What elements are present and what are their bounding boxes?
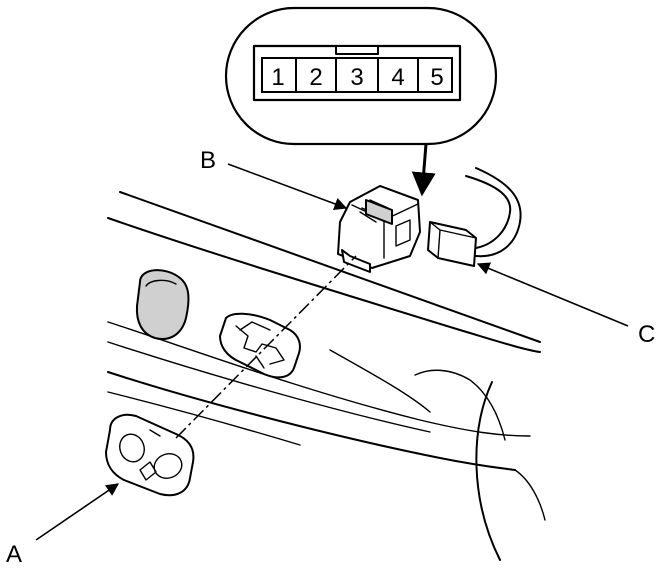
alignment-line <box>175 255 357 439</box>
leader-line-b <box>227 163 348 210</box>
connector-b <box>337 185 421 273</box>
power-seat-switch-a <box>105 413 195 497</box>
detail-arrow <box>411 143 436 197</box>
harness-connector-c <box>427 167 522 267</box>
callout-a: A <box>6 541 22 568</box>
switch-mounting-opening <box>219 312 301 379</box>
callout-c: C <box>638 321 655 348</box>
leader-line-a <box>35 483 120 541</box>
pin-1-label: 1 <box>271 64 284 91</box>
callout-b: B <box>200 147 216 174</box>
pin-3-label: 3 <box>350 64 363 91</box>
leader-line-c <box>476 262 629 327</box>
pin-4-label: 4 <box>391 64 404 91</box>
pin-5-label: 5 <box>430 64 443 91</box>
adjuster-knob <box>135 269 190 340</box>
seat-trim-panel <box>107 191 546 561</box>
connector-face-detail: 1 2 3 4 5 <box>224 6 498 146</box>
pin-2-label: 2 <box>309 64 322 91</box>
